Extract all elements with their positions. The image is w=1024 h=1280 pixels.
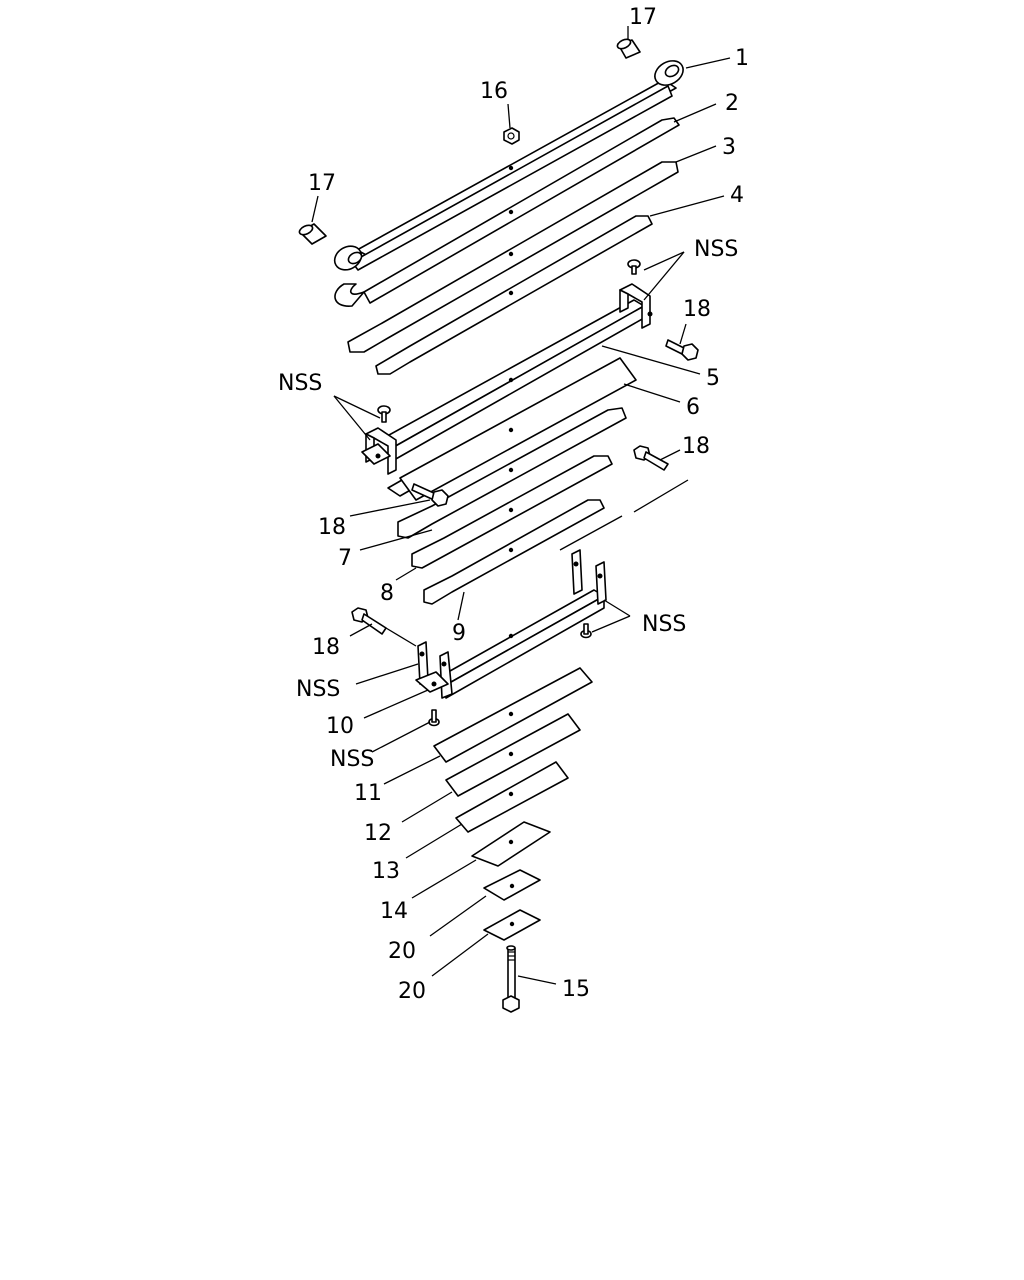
callout-6: 6: [686, 395, 700, 420]
leaf-4: [375, 215, 653, 375]
leader-lines: [311, 26, 731, 985]
callout-15: 15: [562, 977, 590, 1002]
callout-16: 16: [480, 79, 508, 104]
rivet-nss-left: [377, 405, 391, 423]
callout-7: 7: [338, 546, 352, 571]
callout-18-middle: 18: [318, 515, 346, 540]
leaf-10-with-clips: [415, 549, 607, 699]
rivet-nss-right-lower: [580, 623, 592, 639]
rivet-nss-lower: [428, 709, 440, 727]
leaf-9: [423, 499, 605, 605]
callout-8: 8: [380, 581, 394, 606]
leaf-12: [445, 713, 581, 797]
callout-nss-right: NSS: [642, 612, 686, 637]
callout-18-upper-right: 18: [683, 297, 711, 322]
spacer-20-upper: [483, 869, 541, 901]
bolt-18-upper-right: [665, 339, 699, 361]
callout-1: 1: [735, 46, 749, 71]
bolt-18-middle: [411, 483, 449, 507]
callout-18-right: 18: [682, 434, 710, 459]
bushing-17-left: [298, 223, 327, 245]
leaf-13: [455, 761, 569, 833]
callout-5: 5: [706, 366, 720, 391]
center-bolt-15: [502, 945, 520, 1013]
bolt-18-left: [351, 607, 387, 635]
leaf-5-with-clips: [361, 283, 653, 497]
callout-20-upper: 20: [388, 939, 416, 964]
callout-13: 13: [372, 859, 400, 884]
leaf-11: [433, 667, 593, 763]
callout-17-top: 17: [629, 5, 657, 30]
callout-nss-left: NSS: [278, 371, 322, 396]
pad-14: [471, 821, 551, 867]
callout-nss-middle: NSS: [296, 677, 340, 702]
nut-16: [503, 127, 520, 145]
rivet-nss-top: [627, 259, 641, 275]
bushing-17-top: [616, 38, 641, 59]
leaf-2: [334, 117, 680, 307]
callout-12: 12: [364, 821, 392, 846]
callout-nss-top: NSS: [694, 237, 738, 262]
callout-9: 9: [452, 621, 466, 646]
callout-17-left: 17: [308, 171, 336, 196]
leaf-1: [333, 60, 684, 271]
callout-20-lower: 20: [398, 979, 426, 1004]
leaf-6: [399, 357, 637, 501]
callout-nss-lower: NSS: [330, 747, 374, 772]
leaf-8: [411, 455, 613, 569]
callout-3: 3: [722, 135, 736, 160]
callout-14: 14: [380, 899, 408, 924]
callout-10: 10: [326, 714, 354, 739]
leaf-3: [347, 161, 679, 353]
callout-11: 11: [354, 781, 382, 806]
callout-2: 2: [725, 91, 739, 116]
callout-18-left: 18: [312, 635, 340, 660]
spacer-20-lower: [483, 909, 541, 941]
callout-4: 4: [730, 183, 744, 208]
leaf-7: [397, 407, 627, 539]
